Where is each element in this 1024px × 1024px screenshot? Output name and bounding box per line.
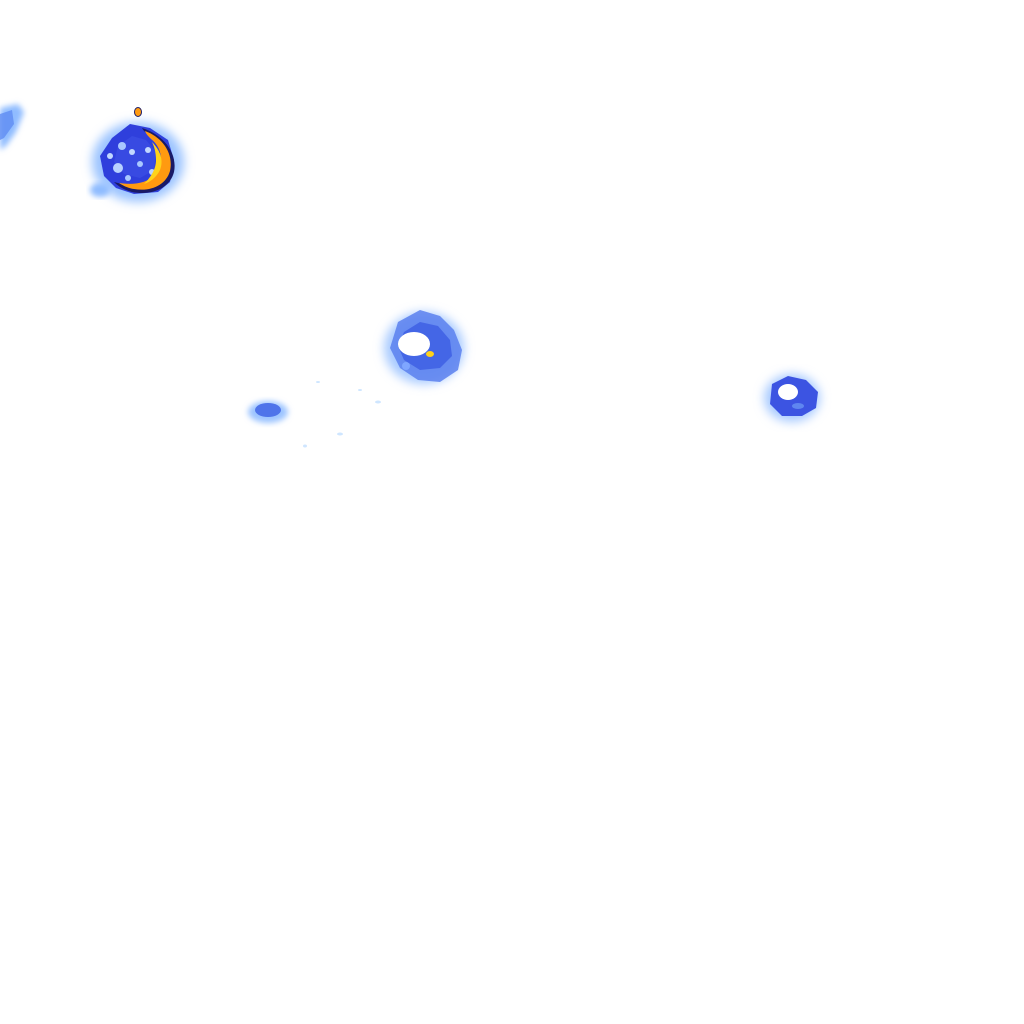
ring-right xyxy=(764,374,820,422)
edge-fragment-left xyxy=(0,104,24,150)
ring-center xyxy=(384,310,464,384)
cluster-top-left xyxy=(90,107,184,202)
small-patch-left-center xyxy=(248,401,288,423)
faint-specks xyxy=(303,381,381,448)
